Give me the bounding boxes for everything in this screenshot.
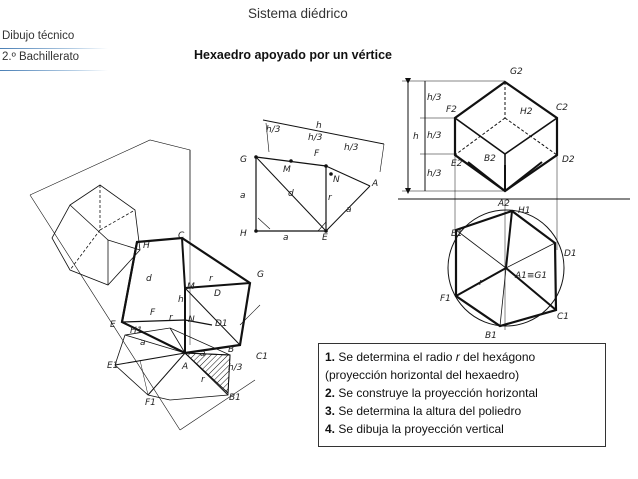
label-E: E [110, 320, 116, 330]
step-4: 4. Se dibuja la proyección vertical [325, 422, 504, 436]
label-d: d [146, 274, 152, 284]
vertical-projection-labels: G2 H2 F2 C2 E2 B2 D2 A2 h h/3 h/3 h/3 [413, 67, 575, 209]
label-r: r [328, 193, 333, 203]
label-D: D [214, 289, 221, 299]
label-D2: D2 [562, 155, 575, 165]
label-H: H [143, 241, 150, 251]
construction-labels: h h/3 h/3 h/3 F G M N A a d r a H a E [240, 121, 378, 243]
label-r: r [479, 278, 484, 288]
label-d: d [288, 189, 294, 199]
label-N: N [188, 315, 195, 325]
label-A: A [371, 179, 378, 189]
oblique-view [29, 139, 261, 431]
label-a1: a [140, 338, 146, 348]
figure-title: Hexaedro apoyado por un vértice [194, 48, 392, 62]
label-h3b: h/3 [427, 131, 442, 141]
label-F1: F1 [440, 294, 451, 304]
label-B: B [228, 345, 234, 355]
level-label: 2.º Bachillerato [2, 51, 80, 63]
label-h3c: h/3 [427, 169, 442, 179]
label-E1: E1 [451, 229, 462, 239]
label-N: N [333, 175, 340, 185]
label-a3: a [283, 233, 289, 243]
label-A2: A2 [497, 199, 510, 209]
label-C1: C1 [557, 312, 569, 322]
label-h3: h/3 [228, 363, 243, 373]
label-H1: H1 [130, 326, 143, 336]
label-a2: a [200, 349, 206, 359]
label-E: E [322, 233, 328, 243]
label-D1: D1 [215, 319, 228, 329]
label-H: H [240, 229, 247, 239]
label-h: h [413, 132, 419, 142]
label-F1: F1 [145, 398, 156, 408]
label-h3-3: h/3 [344, 143, 359, 153]
header-divider-top [0, 48, 108, 49]
label-F: F [314, 149, 320, 159]
label-r2: r [169, 313, 174, 323]
step-3: 3. Se determina la altura del poliedro [325, 404, 522, 418]
label-a1: a [240, 191, 246, 201]
label-r3: r [201, 375, 206, 385]
label-h3-1: h/3 [266, 125, 281, 135]
label-H1: H1 [518, 206, 531, 216]
label-a2: a [346, 205, 352, 215]
subject-label: Dibujo técnico [2, 30, 75, 42]
label-G: G [240, 155, 247, 165]
label-E2: E2 [451, 159, 463, 169]
oblique-labels: H C G d M r D h F r N E H1 D1 a a B E1 A… [107, 231, 268, 408]
label-A: A [181, 362, 188, 372]
label-M: M [283, 165, 291, 175]
label-h3-2: h/3 [308, 133, 323, 143]
label-E1: E1 [107, 361, 118, 371]
label-r1: r [209, 274, 214, 284]
label-h: h [316, 121, 322, 131]
step-2: 2. Se construye la proyección horizontal [325, 386, 538, 400]
label-H2: H2 [520, 107, 533, 117]
label-A1G1: A1≡G1 [514, 271, 547, 281]
horizontal-projection-labels: H1 E1 D1 A1≡G1 F1 C1 B1 r [440, 206, 577, 341]
label-F2: F2 [446, 105, 457, 115]
label-G2: G2 [510, 67, 523, 77]
label-C2: C2 [556, 103, 568, 113]
page-title: Sistema diédrico [248, 6, 348, 21]
label-B1: B1 [485, 331, 497, 341]
label-D1: D1 [564, 249, 577, 259]
label-h3a: h/3 [427, 93, 442, 103]
steps-box: 1. Se determina el radio r del hexágono … [318, 343, 606, 447]
label-G: G [257, 270, 264, 280]
label-F: F [150, 308, 156, 318]
label-B1: B1 [229, 393, 241, 403]
label-M: M [187, 282, 195, 292]
label-h: h [178, 295, 184, 305]
label-B2: B2 [484, 154, 496, 164]
construction-points [254, 155, 333, 233]
step-1: 1. Se determina el radio r del hexágono … [325, 350, 536, 382]
construction-triangle [255, 119, 385, 232]
label-C: C [178, 231, 185, 241]
label-C1: C1 [256, 352, 268, 362]
horizontal-projection [447, 209, 565, 328]
header-divider-bottom [0, 70, 108, 71]
vertical-projection [398, 78, 630, 330]
